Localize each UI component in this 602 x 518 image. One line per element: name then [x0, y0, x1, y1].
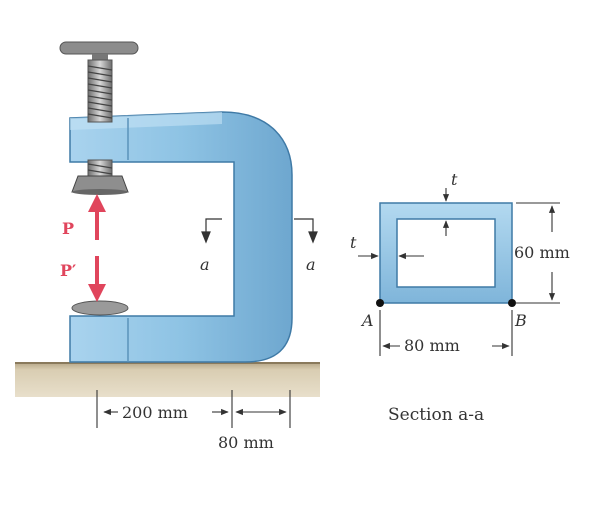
label-point-b: B: [514, 311, 527, 330]
label-point-a: A: [360, 311, 374, 330]
section-cut-left: [201, 218, 222, 244]
dimension-80mm-bottom: [235, 390, 291, 428]
load-arrow-p: [88, 194, 106, 240]
load-arrow-p-prime: [88, 256, 106, 302]
label-80mm-section: 80 mm: [404, 336, 460, 355]
section-mark-left: a: [200, 255, 210, 274]
point-a-marker: [376, 299, 384, 307]
label-t-top: t: [451, 170, 458, 189]
dimension-200mm: [96, 390, 233, 428]
dimension-60mm: [516, 202, 560, 304]
label-80mm-bottom: 80 mm: [218, 433, 274, 452]
screw-thread: [87, 59, 113, 177]
bottom-jaw-pad: [71, 300, 129, 316]
point-b-marker: [508, 299, 516, 307]
section-cut-right: [294, 218, 318, 244]
label-p: P: [62, 219, 74, 238]
label-200mm: 200 mm: [122, 403, 188, 422]
section-mark-right: a: [306, 255, 316, 274]
ground-surface: [15, 363, 320, 397]
clamp-frame: [69, 111, 293, 363]
section-caption: Section a-a: [388, 405, 484, 425]
label-p-prime: P′: [60, 261, 76, 280]
label-60mm: 60 mm: [514, 243, 570, 262]
cross-section: [376, 202, 516, 307]
dimension-80mm-section: [379, 310, 513, 356]
screw-handle: [59, 41, 139, 62]
label-t-left: t: [350, 233, 357, 252]
